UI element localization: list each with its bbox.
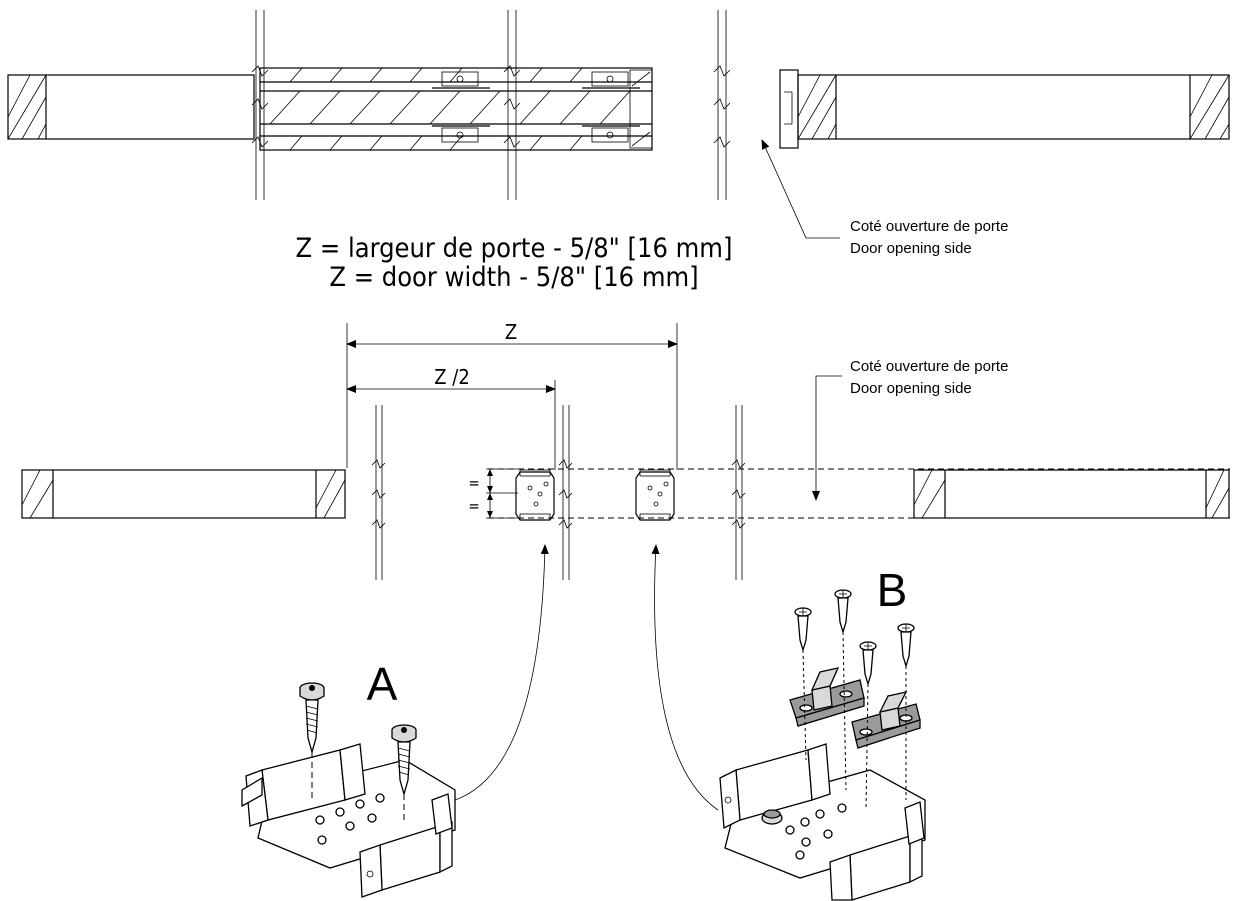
- callout-middle-en: Door opening side: [850, 380, 972, 397]
- left-jamb-top: [7, 74, 255, 140]
- bracket-plan-b: [635, 469, 675, 521]
- bracket-a-illustration: [241, 682, 456, 898]
- door-stop-top: [779, 69, 799, 149]
- track-bracket-1: [432, 71, 490, 143]
- guide-piece-b2: [851, 691, 921, 749]
- door-outline-dashed: [488, 468, 1230, 519]
- track-housing-top: [259, 67, 653, 151]
- callout-leader-top: [761, 139, 840, 239]
- right-jamb-middle: [913, 469, 1230, 519]
- arrow-b-to-plan: [651, 544, 719, 811]
- equal-spacing-dimension: [486, 468, 518, 519]
- equal-mark-bottom: =: [468, 497, 479, 515]
- callout-top-fr: Coté ouverture de porte: [850, 218, 1008, 235]
- left-jamb-middle: [21, 469, 346, 519]
- part-label-b: B: [877, 564, 908, 616]
- dimension-z-half: [346, 380, 556, 470]
- middle-plan-view: [21, 323, 1230, 580]
- formula-line-fr: Z = largeur de porte - 5/8" [16 mm]: [296, 233, 733, 264]
- screw-a1: [299, 682, 325, 755]
- callout-top-en: Door opening side: [850, 240, 972, 257]
- break-lines-top: [251, 10, 731, 200]
- dimension-z-label: Z: [505, 320, 517, 344]
- screw-b3: [859, 641, 877, 687]
- screw-b4: [897, 623, 915, 669]
- bracket-b-illustration: [719, 589, 926, 901]
- screw-b2: [834, 589, 852, 635]
- formula-line-en: Z = door width - 5/8" [16 mm]: [329, 262, 698, 293]
- equal-mark-top: =: [468, 474, 479, 492]
- track-bracket-2: [582, 71, 640, 143]
- bracket-plan-a: [515, 469, 555, 521]
- screw-a2: [391, 724, 417, 797]
- dimension-z-half-label: Z /2: [434, 365, 470, 389]
- top-plan-view: [7, 10, 1230, 239]
- callout-middle-fr: Coté ouverture de porte: [850, 358, 1008, 375]
- arrow-a-to-plan: [454, 544, 549, 801]
- part-label-a: A: [367, 658, 398, 710]
- right-jamb-top: [797, 74, 1230, 140]
- callout-leader-middle: [812, 375, 842, 501]
- screw-b1: [794, 607, 812, 653]
- dimension-z: [346, 323, 678, 470]
- break-lines-middle: [371, 405, 746, 580]
- guide-piece-b1: [789, 667, 865, 727]
